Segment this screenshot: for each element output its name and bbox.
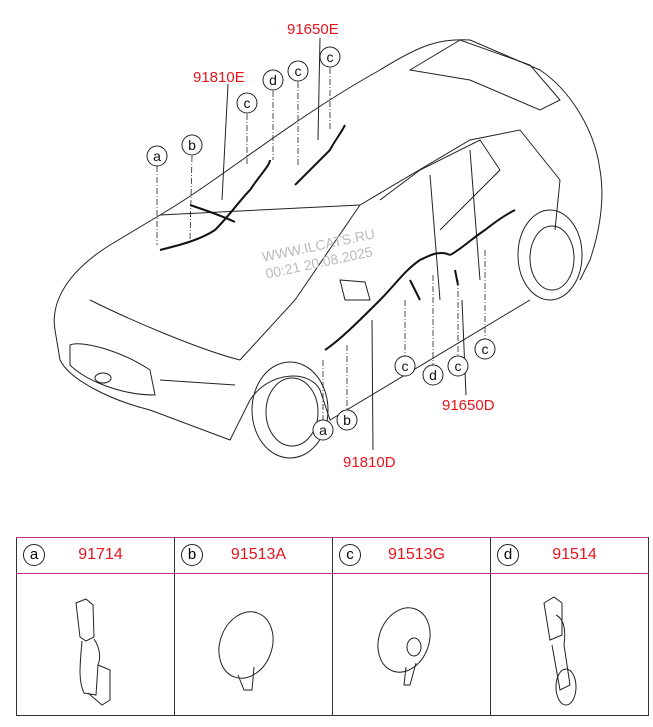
svg-text:a: a bbox=[319, 422, 327, 438]
watermark: WWW.ILCATS.RU 00:21 20.08.2025 bbox=[261, 225, 377, 281]
wiring-harnesses bbox=[159, 124, 516, 351]
callout-c-bottom: c bbox=[447, 355, 469, 377]
callout-d-bottom: d bbox=[422, 364, 444, 386]
grommet-a-illustration bbox=[16, 573, 175, 716]
grommet-round-icon bbox=[218, 611, 274, 691]
part-label-91810d: 91810D bbox=[343, 454, 396, 471]
svg-text:c: c bbox=[455, 358, 462, 374]
svg-text:b: b bbox=[188, 137, 196, 153]
svg-text:d: d bbox=[269, 72, 277, 88]
svg-text:c: c bbox=[244, 95, 251, 111]
legend-part-number: 91513G bbox=[388, 546, 445, 563]
callout-c-bottom: c bbox=[394, 355, 416, 377]
svg-text:c: c bbox=[482, 341, 489, 357]
part-label-91650e: 91650E bbox=[287, 21, 339, 38]
grommet-bellows-icon bbox=[543, 596, 577, 706]
svg-text:c: c bbox=[402, 358, 409, 374]
callout-c-bottom: c bbox=[474, 338, 496, 360]
part-label-91650d: 91650D bbox=[442, 397, 495, 414]
legend-part-number: 91714 bbox=[78, 546, 123, 563]
car-wiring-illustration: 91650E 91810E 91650D 91810D d c c c b a … bbox=[53, 21, 603, 471]
leader-lines bbox=[156, 37, 486, 451]
svg-text:b: b bbox=[343, 412, 351, 428]
part-label-91810e: 91810E bbox=[193, 69, 245, 86]
grommet-bellows-icon bbox=[75, 598, 111, 706]
grommet-c-illustration bbox=[332, 573, 491, 716]
legend-part-number: 91513A bbox=[230, 546, 287, 563]
callout-c-top: c bbox=[287, 60, 309, 82]
grommet-d-illustration bbox=[490, 573, 649, 716]
callout-a-bottom: a bbox=[312, 419, 334, 441]
callout-d-top: d bbox=[262, 69, 284, 91]
callout-c-top: c bbox=[319, 46, 341, 68]
svg-text:c: c bbox=[295, 63, 302, 79]
car-outline bbox=[53, 39, 603, 459]
svg-text:d: d bbox=[429, 367, 437, 383]
grommet-b-illustration bbox=[174, 573, 333, 716]
svg-text:c: c bbox=[327, 49, 334, 65]
callout-a-top: a bbox=[146, 145, 168, 167]
callout-b-top: b bbox=[181, 134, 203, 156]
grommet-round-icon bbox=[377, 607, 431, 686]
callout-c-top: c bbox=[236, 92, 258, 114]
legend-part-number: 91514 bbox=[552, 546, 597, 563]
svg-text:a: a bbox=[153, 148, 161, 164]
callout-b-bottom: b bbox=[336, 409, 358, 431]
